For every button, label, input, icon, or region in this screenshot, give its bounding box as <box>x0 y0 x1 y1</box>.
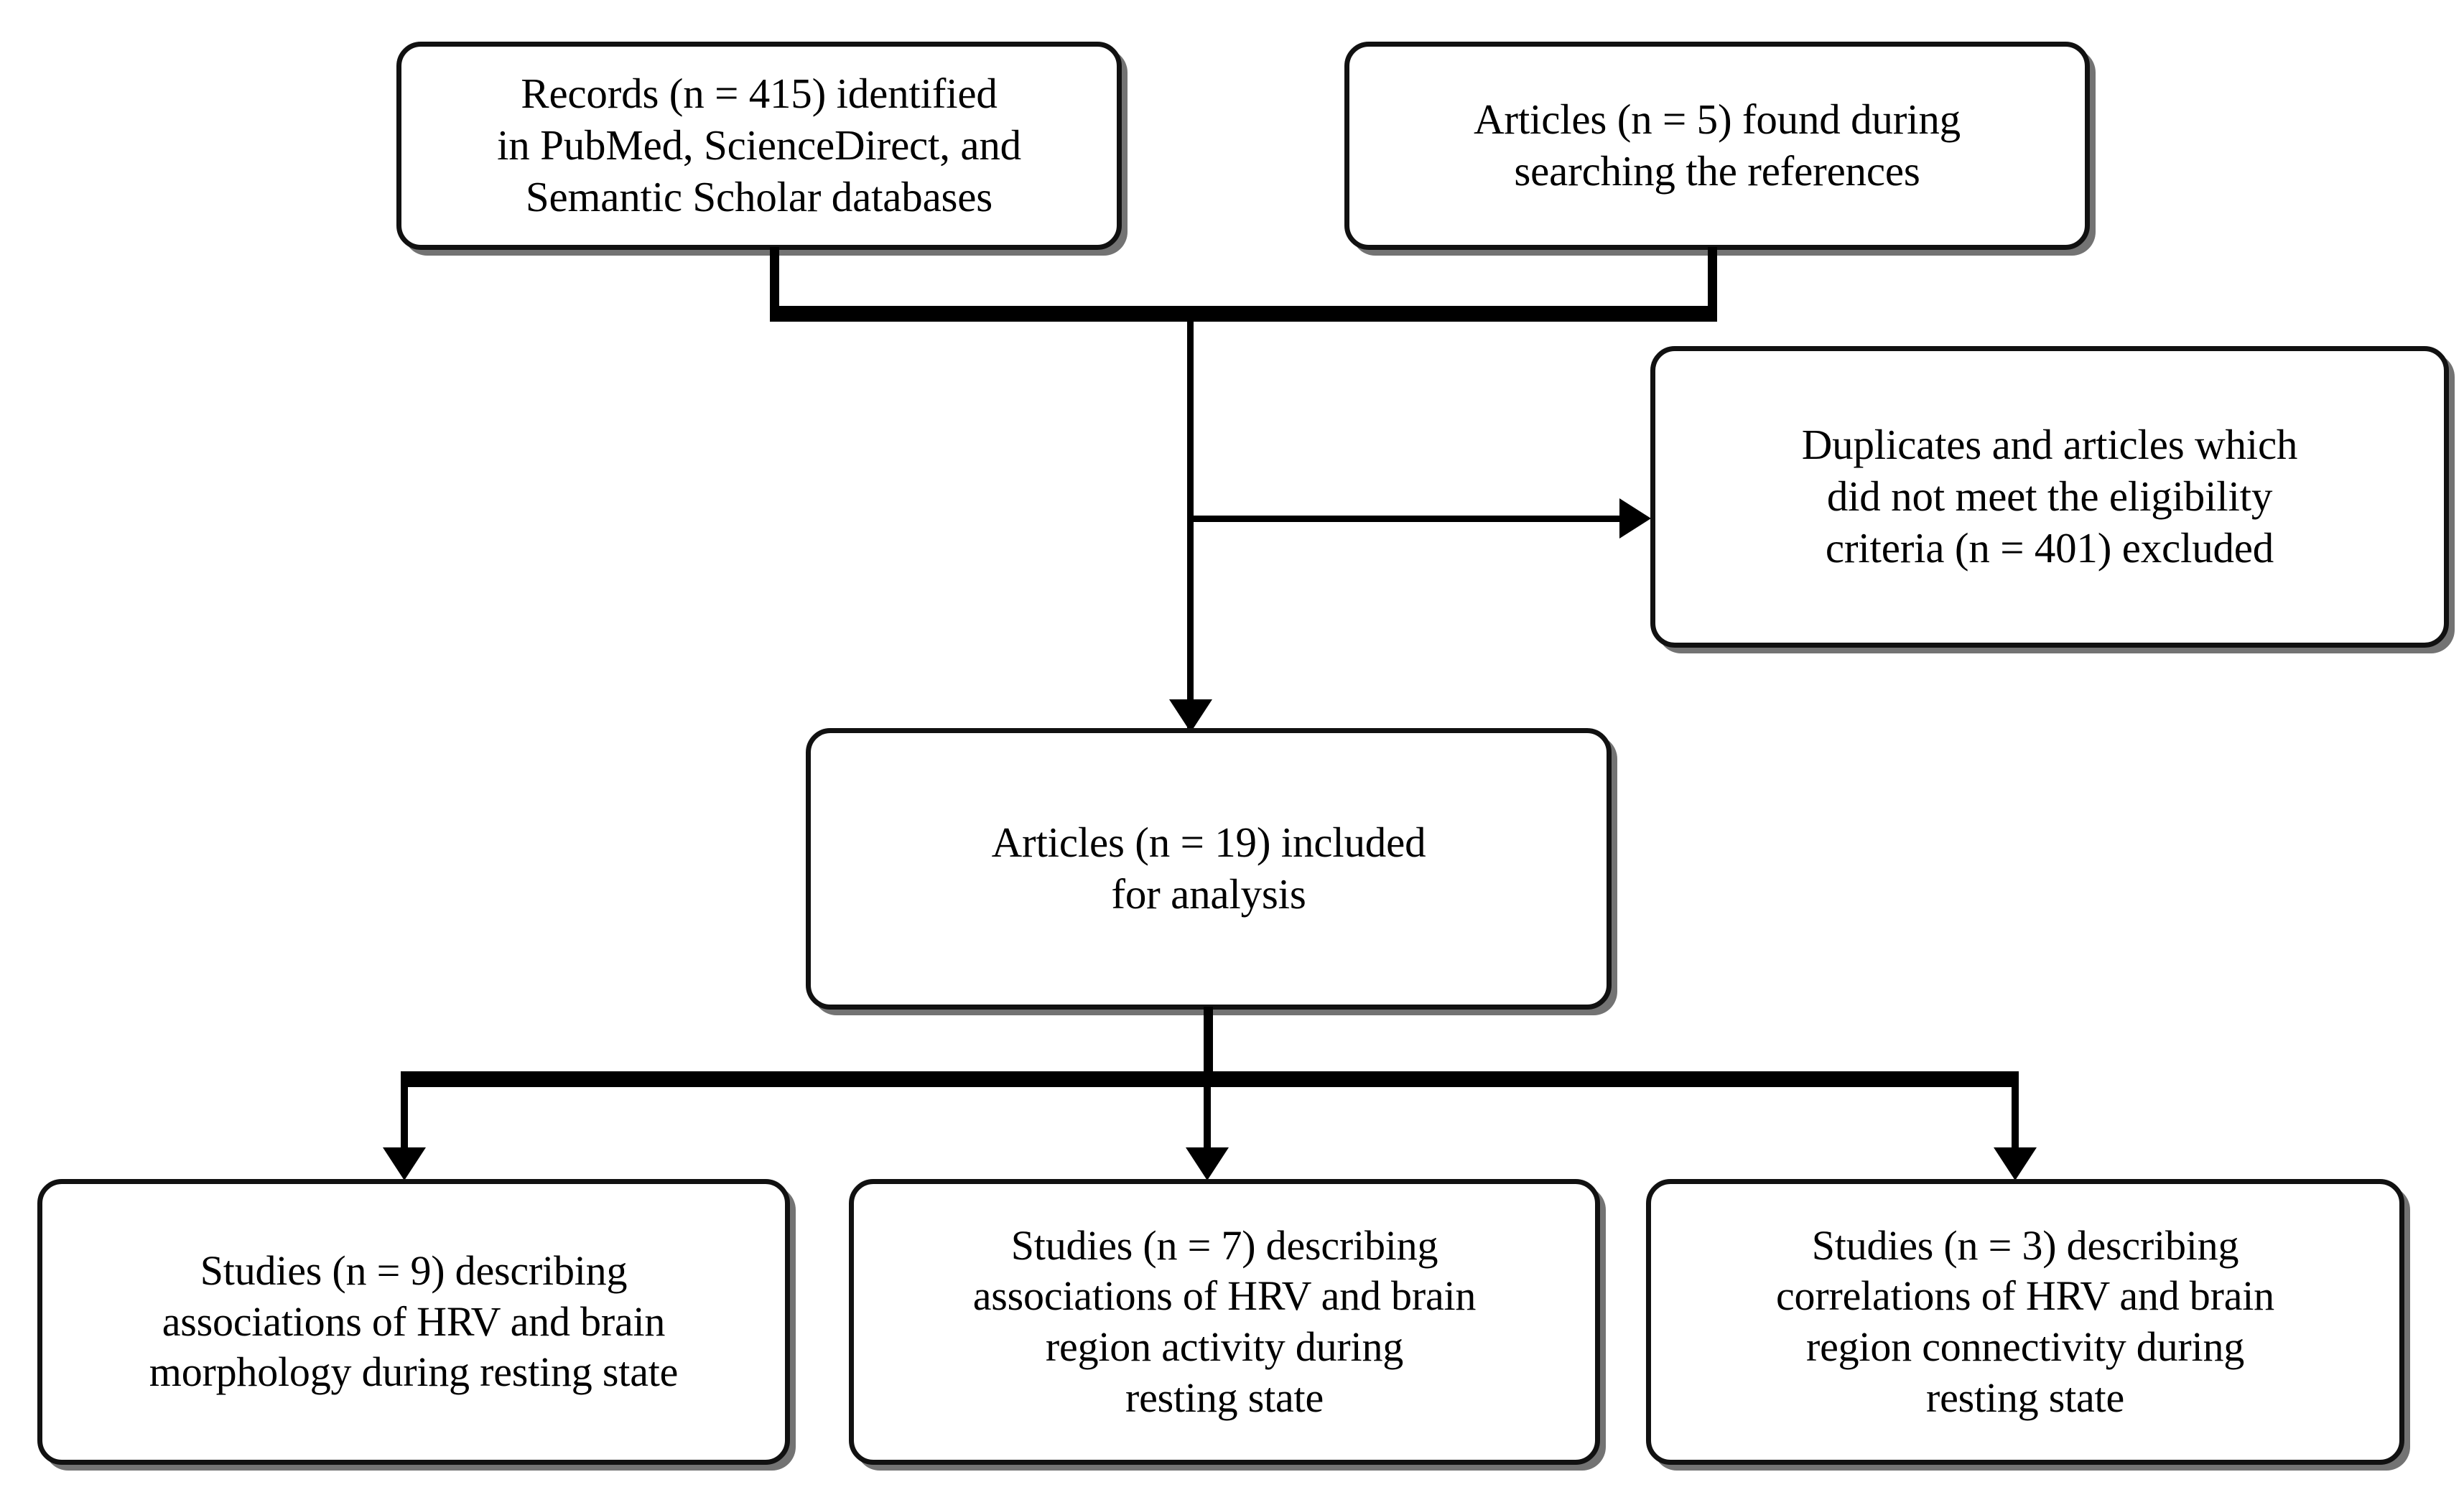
connector-to-excluded <box>1187 516 1632 522</box>
node-records-identified-label: Records (n = 415) identified in PubMed, … <box>497 70 1021 220</box>
connector-included-down <box>1204 1007 1213 1076</box>
arrowhead-to-connectivity <box>1994 1147 2037 1180</box>
node-articles-included-label: Articles (n = 19) included for analysis <box>991 819 1426 918</box>
connector-merge-stem <box>1187 319 1194 734</box>
connector-split-bar <box>401 1071 2019 1087</box>
node-duplicates-excluded: Duplicates and articles which did not me… <box>1650 346 2449 648</box>
node-records-identified: Records (n = 415) identified in PubMed, … <box>396 42 1122 250</box>
node-articles-included: Articles (n = 19) included for analysis <box>806 728 1612 1010</box>
node-studies-morphology-label: Studies (n = 9) describing associations … <box>149 1247 679 1396</box>
connector-to-activity <box>1204 1084 1211 1153</box>
node-articles-from-references: Articles (n = 5) found during searching … <box>1344 42 2090 250</box>
node-studies-connectivity-label: Studies (n = 3) describing correlations … <box>1776 1221 2274 1421</box>
connector-references-down <box>1708 247 1717 312</box>
node-studies-morphology: Studies (n = 9) describing associations … <box>37 1179 790 1465</box>
node-studies-connectivity: Studies (n = 3) describing correlations … <box>1646 1179 2404 1465</box>
connector-to-morphology <box>401 1084 408 1153</box>
arrowhead-to-activity <box>1186 1147 1229 1180</box>
connector-to-connectivity <box>2012 1084 2019 1153</box>
arrowhead-to-included <box>1169 699 1212 732</box>
node-articles-from-references-label: Articles (n = 5) found during searching … <box>1474 95 1961 195</box>
connector-merge-bar <box>770 306 1717 322</box>
node-duplicates-excluded-label: Duplicates and articles which did not me… <box>1801 421 2298 572</box>
node-studies-activity-label: Studies (n = 7) describing associations … <box>972 1221 1477 1421</box>
node-studies-activity: Studies (n = 7) describing associations … <box>849 1179 1600 1465</box>
connector-records-down <box>770 247 779 312</box>
arrowhead-to-morphology <box>383 1147 426 1180</box>
arrowhead-to-excluded <box>1619 498 1651 539</box>
